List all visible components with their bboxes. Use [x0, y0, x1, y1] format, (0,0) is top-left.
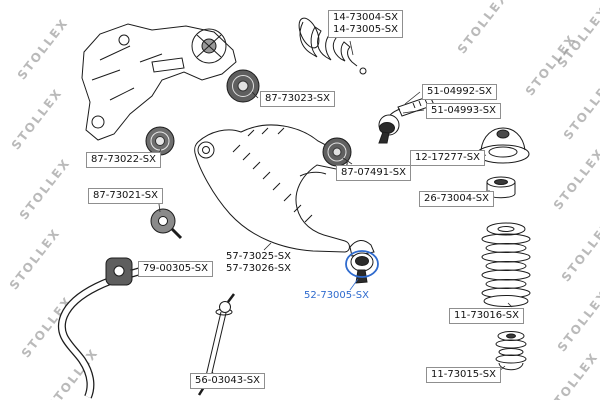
part-label-57-73026[interactable]: 57-73026-SX: [226, 263, 291, 274]
steering-rack-boot-drawing: [298, 17, 367, 75]
bushing-87-73023-drawing: [226, 69, 260, 103]
part-label-51-04993[interactable]: 51-04993-SX: [426, 103, 501, 119]
bearing-drawing: [486, 176, 516, 199]
ball-joint-drawing: [345, 240, 379, 284]
part-label-11-73016[interactable]: 11-73016-SX: [449, 308, 524, 324]
part-label-26-73004[interactable]: 26-73004-SX: [419, 191, 494, 207]
part-label-14-73004[interactable]: 14-73004-SX: [333, 12, 398, 23]
part-label-52-73005-highlighted[interactable]: 52-73005-SX: [304, 290, 369, 301]
part-label-87-73021[interactable]: 87-73021-SX: [88, 188, 163, 204]
part-label-87-07491[interactable]: 87-07491-SX: [336, 165, 411, 181]
part-label-14-73005[interactable]: 14-73005-SX: [333, 24, 398, 35]
highlight-ring: [345, 250, 379, 278]
part-label-group-control-arm[interactable]: 57-73025-SX 57-73026-SX: [226, 251, 291, 275]
bump-stop-drawing: [495, 331, 527, 371]
part-label-11-73015[interactable]: 11-73015-SX: [426, 367, 501, 383]
part-label-57-73025[interactable]: 57-73025-SX: [226, 251, 291, 262]
bushing-87-73021-drawing: [150, 208, 183, 240]
strut-boot-drawing: [481, 222, 531, 307]
arm-bushing-87-07491-drawing: [322, 137, 352, 167]
control-arm-drawing: [194, 124, 350, 253]
stabilizer-bushing-drawing: [105, 257, 133, 286]
part-label-group-steering-boot[interactable]: 14-73004-SX 14-73005-SX: [328, 10, 403, 38]
bushing-87-73022-drawing: [145, 126, 175, 156]
part-label-79-00305[interactable]: 79-00305-SX: [138, 261, 213, 277]
tie-rod-end-drawing: [378, 95, 435, 144]
part-label-51-04992[interactable]: 51-04992-SX: [422, 84, 497, 100]
part-label-87-73023[interactable]: 87-73023-SX: [260, 91, 335, 107]
subframe-drawing: [81, 23, 237, 141]
strut-mount-drawing: [476, 127, 530, 164]
part-label-56-03043[interactable]: 56-03043-SX: [190, 373, 265, 389]
part-label-12-17277[interactable]: 12-17277-SX: [410, 150, 485, 166]
part-label-87-73022[interactable]: 87-73022-SX: [86, 152, 161, 168]
